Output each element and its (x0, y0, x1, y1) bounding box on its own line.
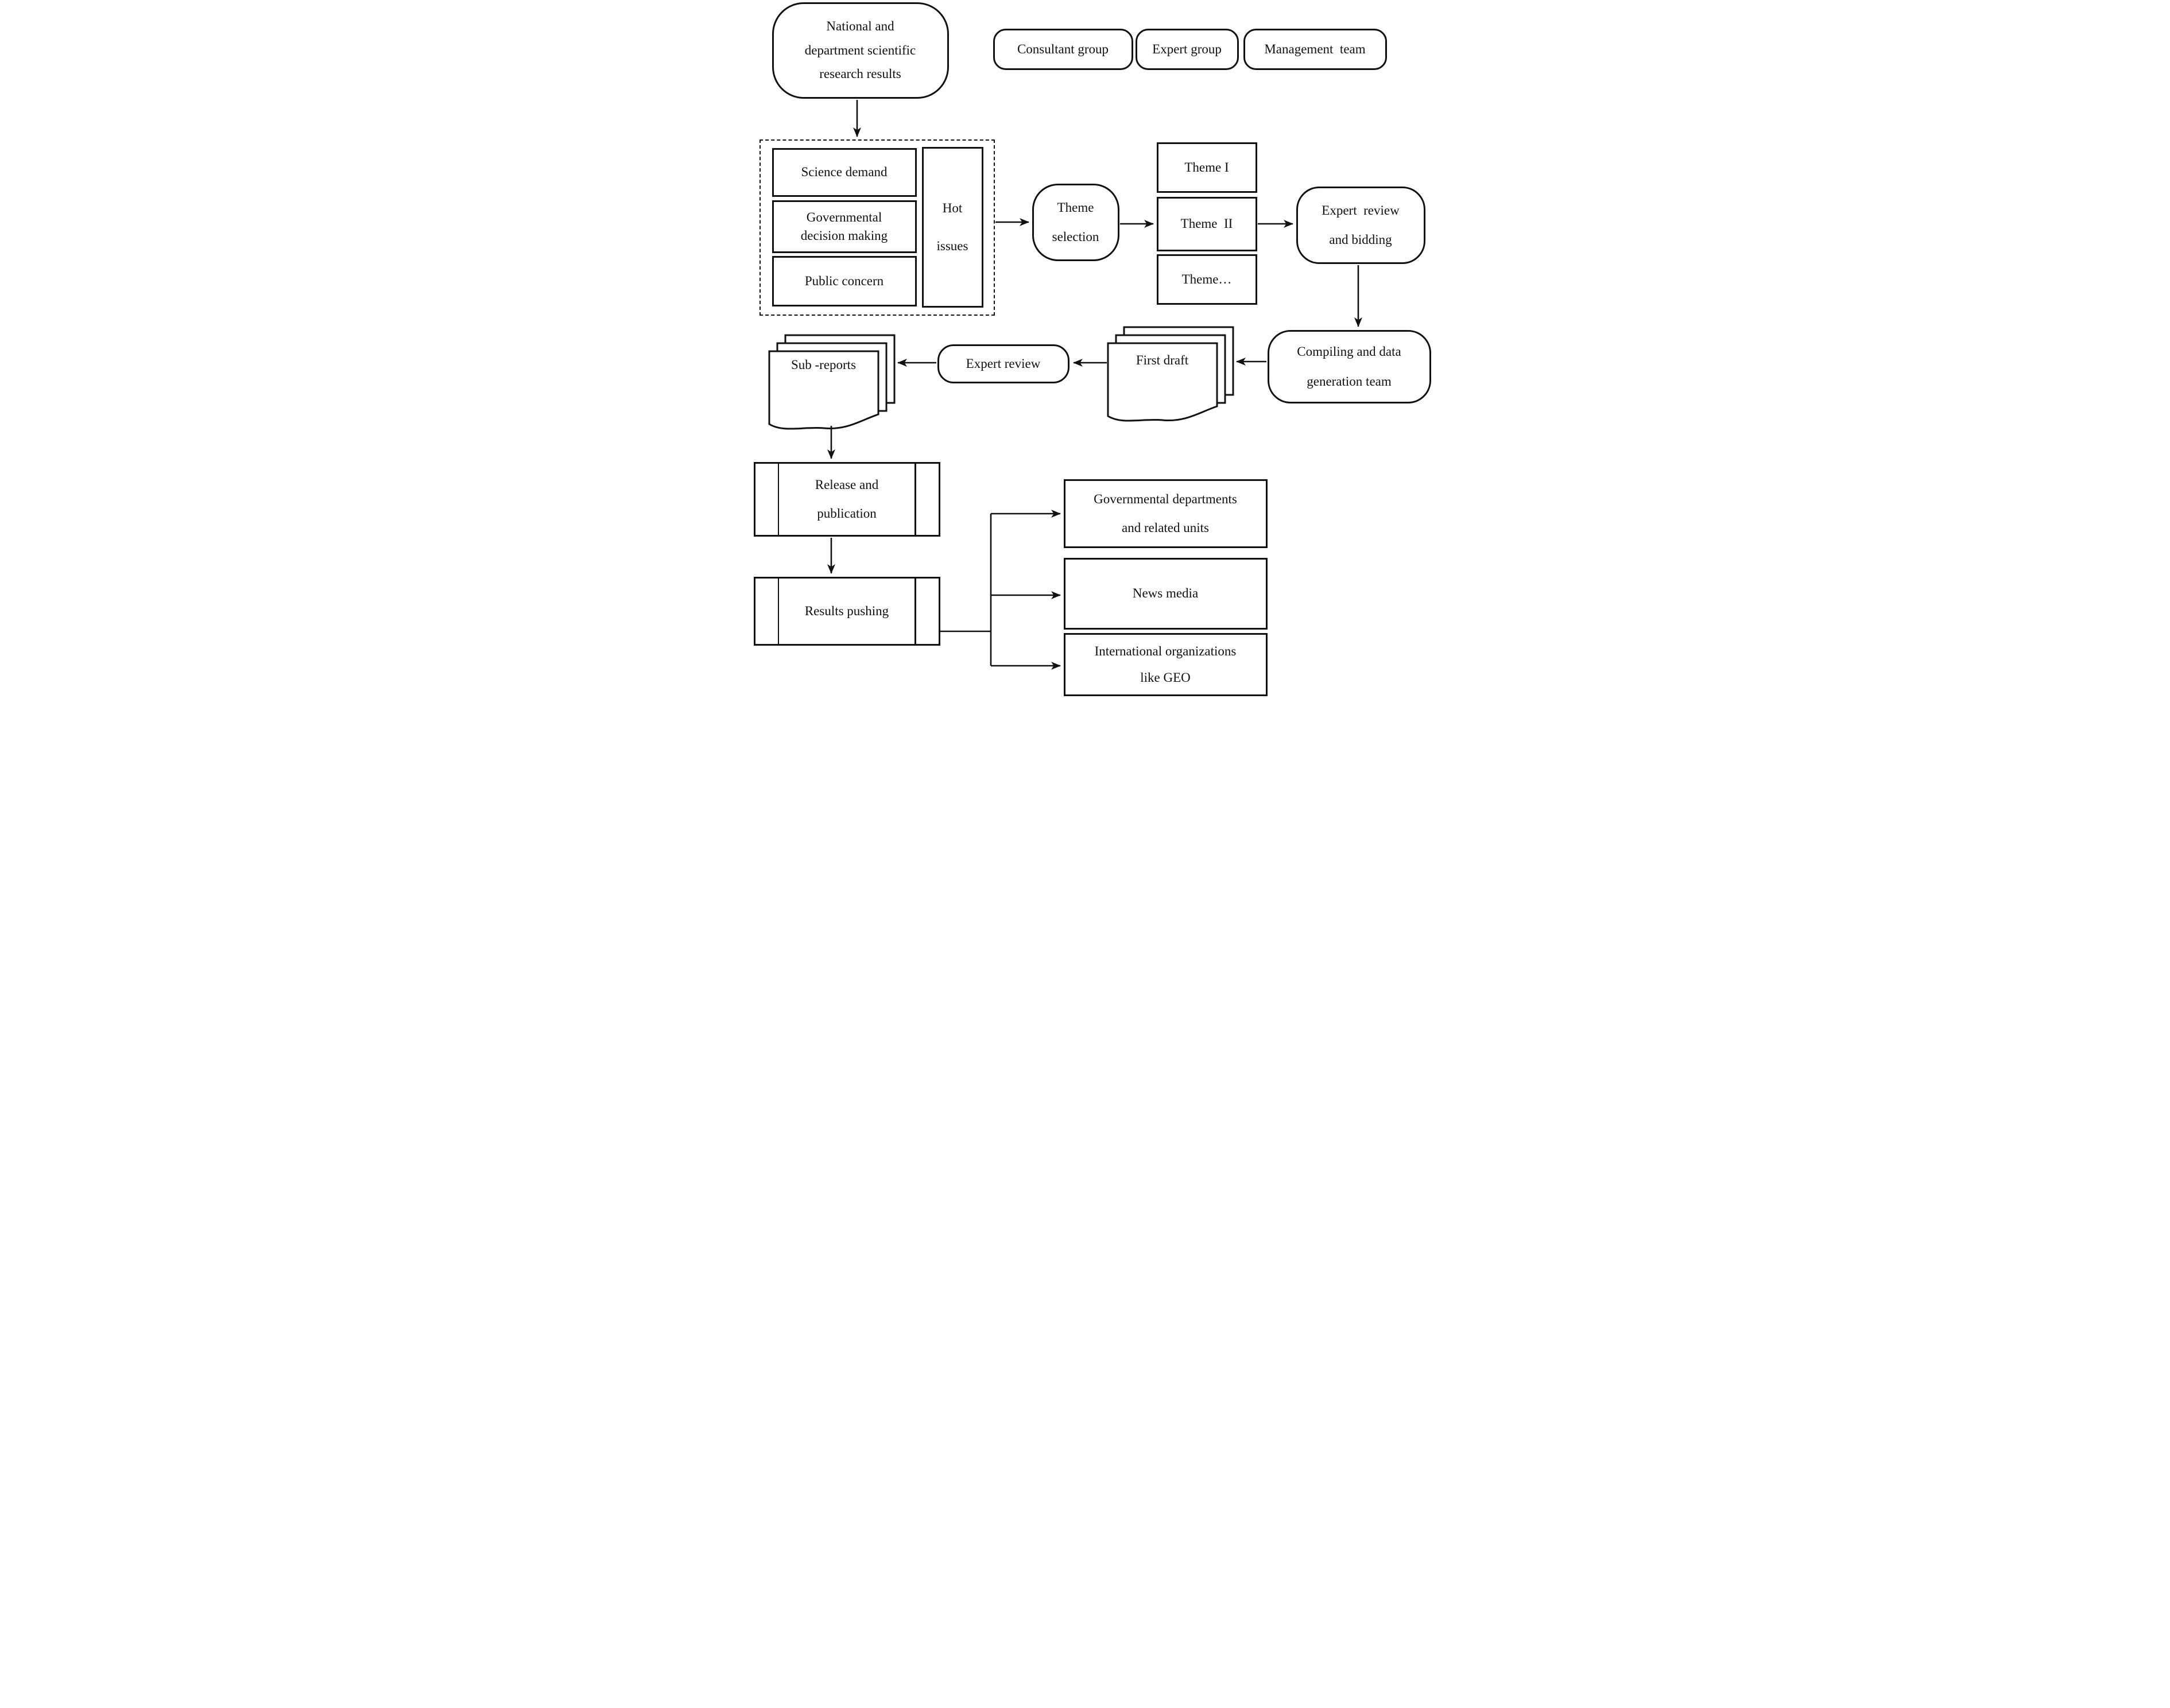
side-bar-right (914, 463, 916, 535)
inputs-dashed-group (759, 139, 995, 316)
label-line: research results (819, 67, 901, 81)
label-line: and related units (1121, 520, 1209, 535)
label-line: Results pushing (804, 603, 889, 618)
label-line: Theme… (1181, 271, 1232, 286)
label-line: Management team (1264, 41, 1366, 56)
label-line: Consultant group (1017, 41, 1109, 56)
node-compiling-and-data-generation-team: Compiling and data generation team (1267, 330, 1431, 403)
label-line: Theme II (1180, 216, 1233, 231)
doc-first-draft-label: First draft (1136, 353, 1189, 367)
label-line: Release and (815, 478, 879, 492)
doc-first-draft-shape (1107, 326, 1234, 422)
node-results-pushing: Results pushing (753, 577, 940, 646)
node-national-research-results: National and department scientific resea… (772, 2, 949, 99)
node-theme-3: Theme… (1156, 254, 1257, 305)
node-consultant-group: Consultant group (993, 29, 1133, 70)
label-line: decision making (800, 228, 888, 243)
node-governmental-decision-making: Governmental decision making (772, 200, 917, 253)
label-line: selection (1052, 230, 1099, 244)
label-line: Hot (942, 200, 963, 215)
doc-sub-reports-shape (768, 334, 895, 430)
label-line: Public concern (804, 273, 884, 288)
label-line: Governmental departments (1094, 492, 1237, 507)
label-line: Theme (1057, 200, 1094, 215)
side-bar-left (777, 578, 780, 645)
label-line: Expert group (1152, 41, 1222, 56)
node-theme-selection: Theme selection (1032, 184, 1119, 261)
node-theme-2: Theme II (1156, 197, 1257, 251)
node-expert-group: Expert group (1135, 29, 1239, 70)
node-expert-review: Expert review (937, 344, 1070, 383)
doc-sub-reports-label: Sub -reports (790, 358, 857, 372)
label-line: Science demand (801, 165, 888, 180)
node-public-concern: Public concern (772, 256, 917, 306)
label-line: generation team (1307, 374, 1392, 389)
node-governmental-departments: Governmental departments and related uni… (1063, 479, 1268, 548)
label-line: International organizations (1094, 643, 1237, 658)
node-international-organizations-geo: International organizations like GEO (1063, 633, 1268, 696)
node-theme-1: Theme I (1156, 142, 1257, 193)
flowchart-canvas: National and department scientific resea… (641, 0, 1529, 698)
node-release-and-publication: Release and publication (753, 462, 940, 537)
node-science-demand: Science demand (772, 148, 917, 197)
label-line: and bidding (1329, 232, 1392, 247)
label-line: Expert review (966, 356, 1041, 371)
label-line: Theme I (1184, 160, 1229, 174)
side-bar-right (914, 578, 916, 645)
label-line: Compiling and data (1297, 344, 1401, 359)
label-line: publication (817, 506, 877, 521)
label-line: Expert review (1322, 203, 1400, 218)
node-news-media: News media (1063, 558, 1268, 630)
label-line: News media (1132, 586, 1199, 601)
label-line: like GEO (1140, 670, 1191, 685)
side-bar-left (777, 463, 780, 535)
label-line: department scientific (804, 42, 916, 57)
node-management-team: Management team (1243, 29, 1387, 70)
label-line: National and (826, 19, 894, 34)
connector-results-branch-trunk (940, 514, 991, 666)
node-expert-review-and-bidding: Expert review and bidding (1296, 187, 1425, 264)
label-line: Governmental (806, 209, 882, 224)
node-hot-issues: Hot issues (921, 147, 983, 308)
label-line: issues (936, 239, 968, 253)
